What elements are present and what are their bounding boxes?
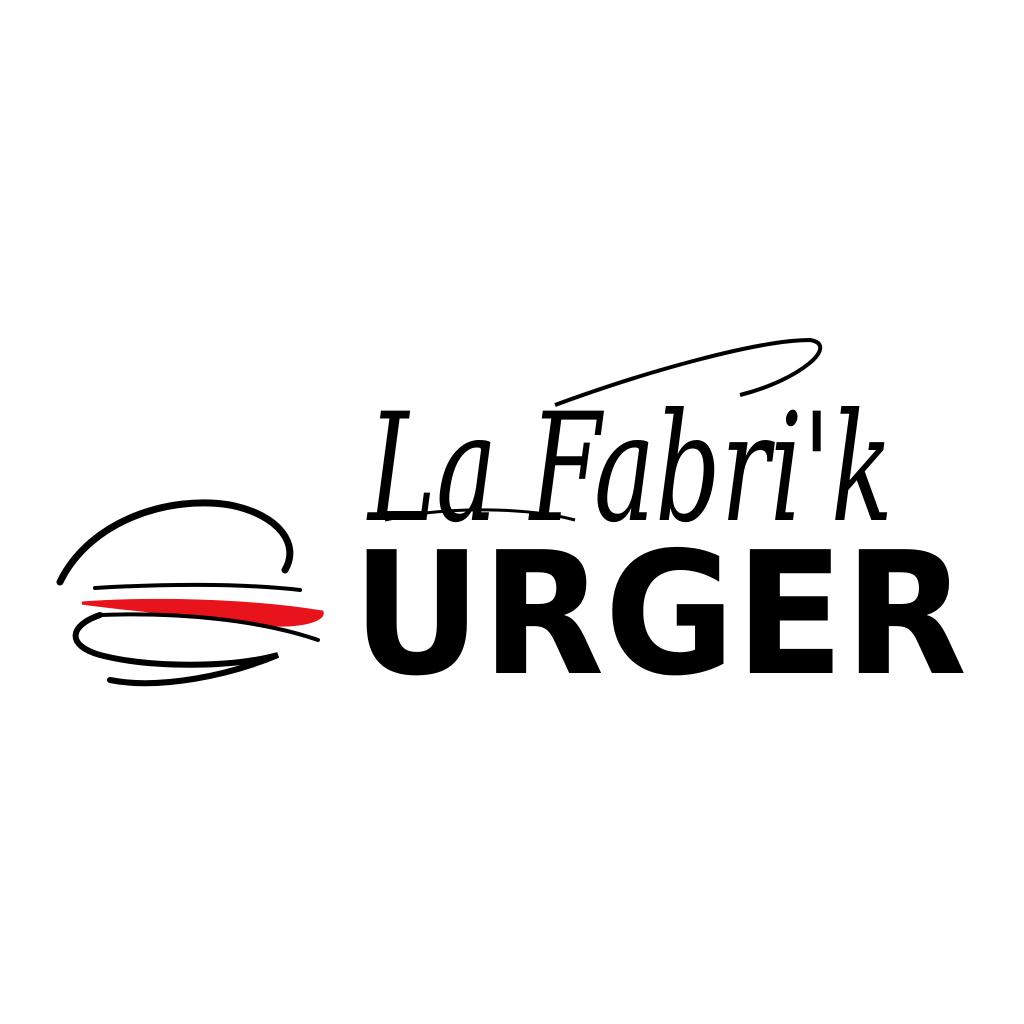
logo-script-line: La Fabri'k [366,382,893,556]
bun-seam-stroke [93,582,302,592]
logo-burger-word: URGER [352,516,967,714]
script-underline-flourish [384,508,576,522]
burger-icon [56,499,324,687]
top-bun-stroke [56,499,294,586]
script-top-flourish [554,337,823,407]
patty-accent-stroke [81,598,324,627]
lower-seam-stroke [98,612,320,642]
lower-bun-stroke [72,612,280,687]
